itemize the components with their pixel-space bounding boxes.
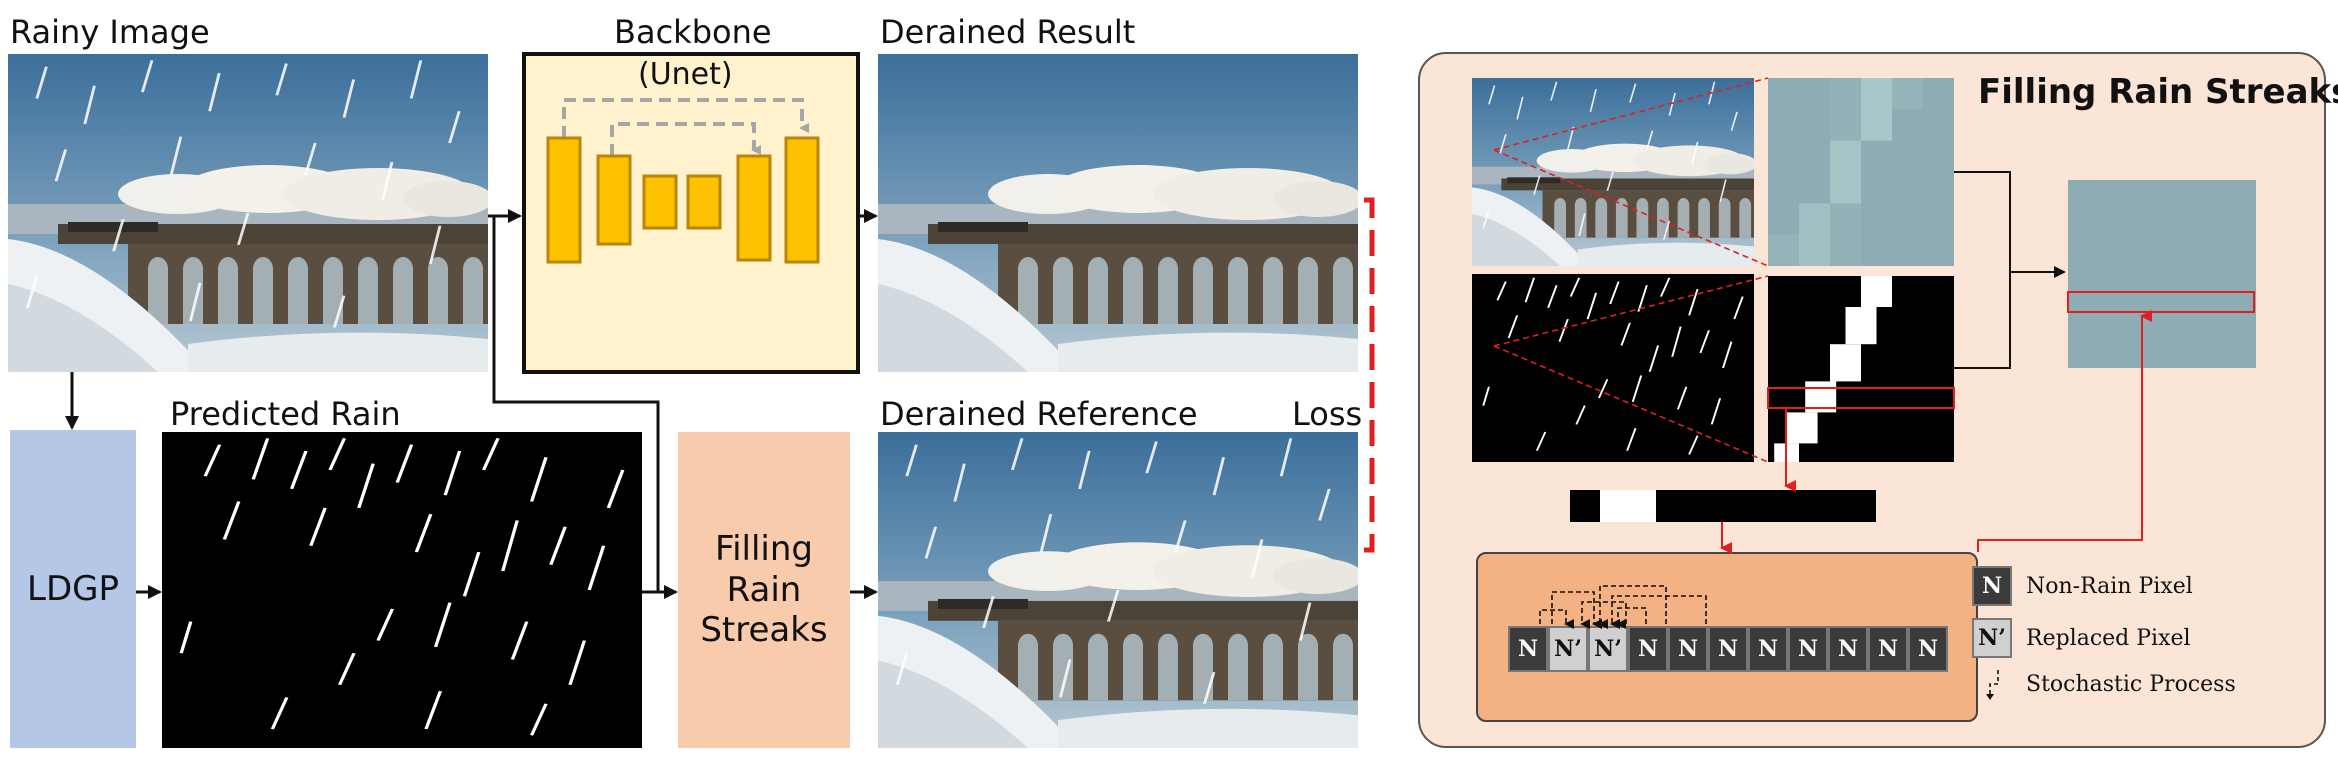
predicted-rain-map <box>162 432 642 748</box>
legend-replaced-text: Replaced Pixel <box>2026 626 2191 651</box>
legend-non-rain-swatch: N <box>1972 566 2012 606</box>
legend-replaced-swatch: N’ <box>1972 618 2012 658</box>
non-rain-pixel-cell: N <box>1628 626 1668 672</box>
ldgp-block: LDGP <box>10 430 136 748</box>
legend-non-rain-text: Non-Rain Pixel <box>2026 574 2193 599</box>
non-rain-pixel-cell: N <box>1828 626 1868 672</box>
non-rain-pixel-cell: N <box>1748 626 1788 672</box>
non-rain-pixel-cell: N <box>1908 626 1948 672</box>
non-rain-pixel-cell: N <box>1868 626 1908 672</box>
panel-connectors <box>1493 77 2255 554</box>
unet-diagram <box>546 98 820 264</box>
pipeline-arrows <box>65 197 1375 599</box>
pixel-row-strip <box>1570 490 1876 522</box>
stochastic-arrows <box>1539 585 1707 629</box>
non-rain-pixel-cell: N <box>1508 626 1548 672</box>
zoomed-rainy-patch <box>1768 78 1954 266</box>
filling-rain-streaks-block: Filling Rain Streaks <box>678 432 850 748</box>
legend-stochastic-text: Stochastic Process <box>2026 672 2236 697</box>
derained-reference-label: Derained Reference <box>880 395 1198 433</box>
non-rain-pixel-cell: N <box>1668 626 1708 672</box>
loss-label: Loss <box>1292 395 1363 433</box>
rainy-image-label: Rainy Image <box>10 13 210 51</box>
filled-result-patch <box>2068 180 2256 368</box>
predicted-rain-label: Predicted Rain <box>170 395 401 433</box>
derained-result-label: Derained Result <box>880 13 1136 51</box>
panel-title: Filling Rain Streaks <box>1978 72 2338 112</box>
zoomed-mask-patch <box>1768 276 1954 462</box>
panel-rain-mask <box>1472 274 1754 462</box>
backbone-label: Backbone <box>614 13 772 51</box>
non-rain-pixel-cell: N <box>1788 626 1828 672</box>
legend-stochastic-arrow-icon <box>1986 670 1999 700</box>
non-rain-pixel-cell: N <box>1708 626 1748 672</box>
replaced-pixel-cell: N’ <box>1588 626 1628 672</box>
unet-label: (Unet) <box>638 57 733 92</box>
